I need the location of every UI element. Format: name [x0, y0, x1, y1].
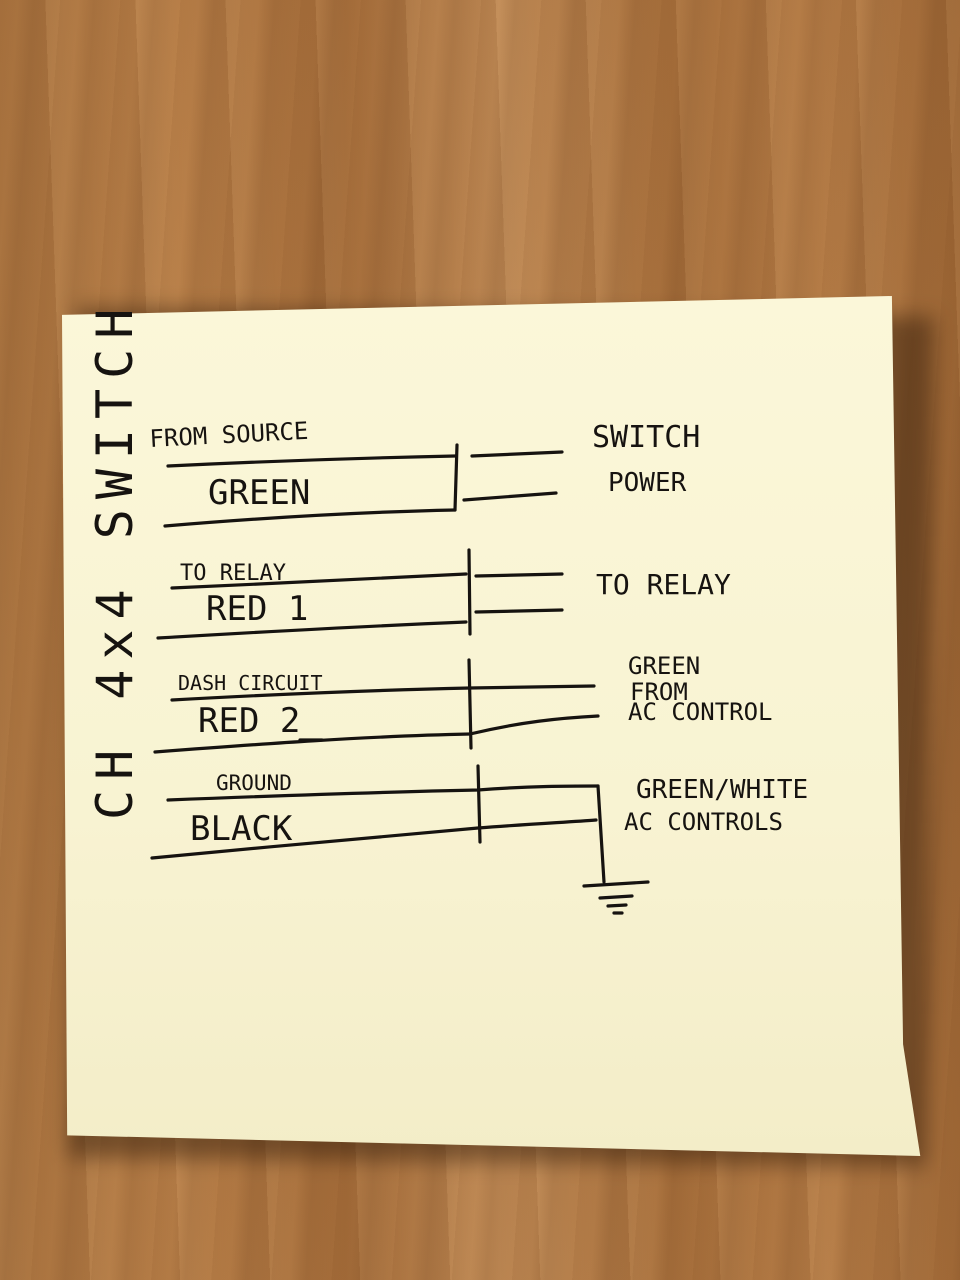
row3-top-label: DASH CIRCUIT	[178, 671, 323, 695]
row1-connector	[453, 443, 459, 512]
row3-wire-bottom	[153, 714, 600, 754]
row4-wire-bottom	[150, 818, 598, 860]
row3-wire-label: RED 2	[198, 701, 300, 741]
row4-wire-top	[166, 784, 600, 802]
row4-connector	[476, 764, 482, 844]
row1-right-label-line2: POWER	[608, 468, 687, 498]
row3-right-label-line3: AC CONTROL	[628, 698, 773, 726]
row4-ground-drop	[596, 784, 606, 884]
row3-wire-top	[170, 684, 596, 702]
sticky-note	[62, 296, 921, 1156]
row2-right-wire-top	[474, 572, 564, 578]
row2-top-label: TO RELAY	[180, 561, 286, 586]
row2-wire-top	[170, 572, 468, 590]
diagram-title: CH 4x4 SWITCH	[86, 299, 144, 820]
row2-right-wire-bottom	[474, 608, 564, 614]
row1-right-label-line1: SWITCH	[592, 420, 700, 455]
row2-connector	[467, 548, 472, 636]
row4-wire-label: BLACK	[190, 809, 293, 849]
row1-top-label: FROM SOURCE	[149, 417, 309, 453]
row2-right-label: TO RELAY	[596, 568, 731, 601]
row3-connector	[467, 658, 473, 750]
row3-right-label-line1: GREEN	[628, 652, 700, 680]
row4-top-label: GROUND	[216, 771, 292, 795]
row2-wire-label: RED 1	[206, 589, 308, 629]
row4-right-label-line1: GREEN/WHITE	[636, 775, 808, 805]
row3-right-label-line2: FROM	[630, 678, 688, 706]
row2-wire-bottom	[156, 620, 468, 640]
row4-right-label-line2: AC CONTROLS	[624, 808, 783, 836]
row1-right-wire-top	[470, 450, 564, 458]
row1-wire-bottom	[163, 508, 457, 528]
row1-wire-top	[166, 454, 457, 468]
row1-right-wire-bottom	[462, 491, 558, 502]
row1-wire-label: GREEN	[208, 473, 310, 513]
ground-icon	[582, 880, 650, 915]
